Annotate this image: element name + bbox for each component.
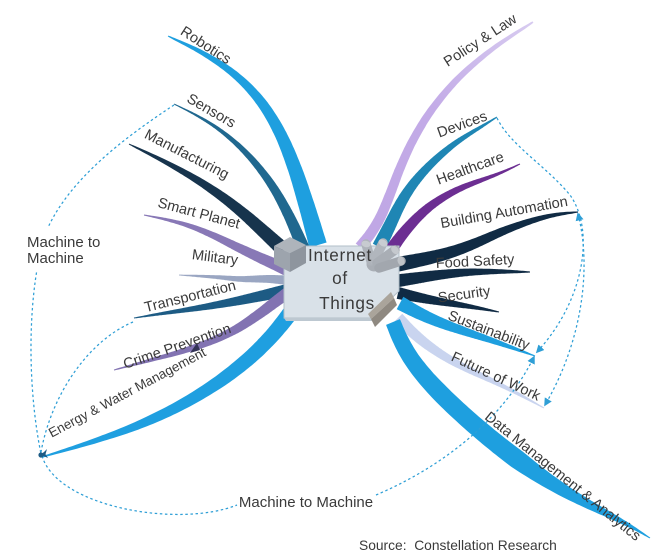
svg-text:Military: Military (191, 247, 240, 269)
svg-text:Security: Security (437, 283, 492, 306)
svg-text:of: of (332, 268, 348, 288)
svg-text:Food Safety: Food Safety (435, 252, 515, 272)
svg-text:Data Management & Analytics: Data Management & Analytics (481, 409, 643, 544)
svg-text:Machine: Machine (27, 250, 84, 267)
svg-text:Things: Things (319, 293, 375, 313)
svg-text:Machine to Machine: Machine to Machine (239, 494, 373, 511)
svg-text:Building Automation: Building Automation (439, 194, 569, 232)
svg-text:Machine to: Machine to (27, 234, 100, 251)
svg-text:Source: Constellation Researc: Source: Constellation Research (359, 538, 557, 553)
svg-text:Internet: Internet (308, 245, 372, 265)
svg-text:Future of Work: Future of Work (449, 349, 544, 404)
